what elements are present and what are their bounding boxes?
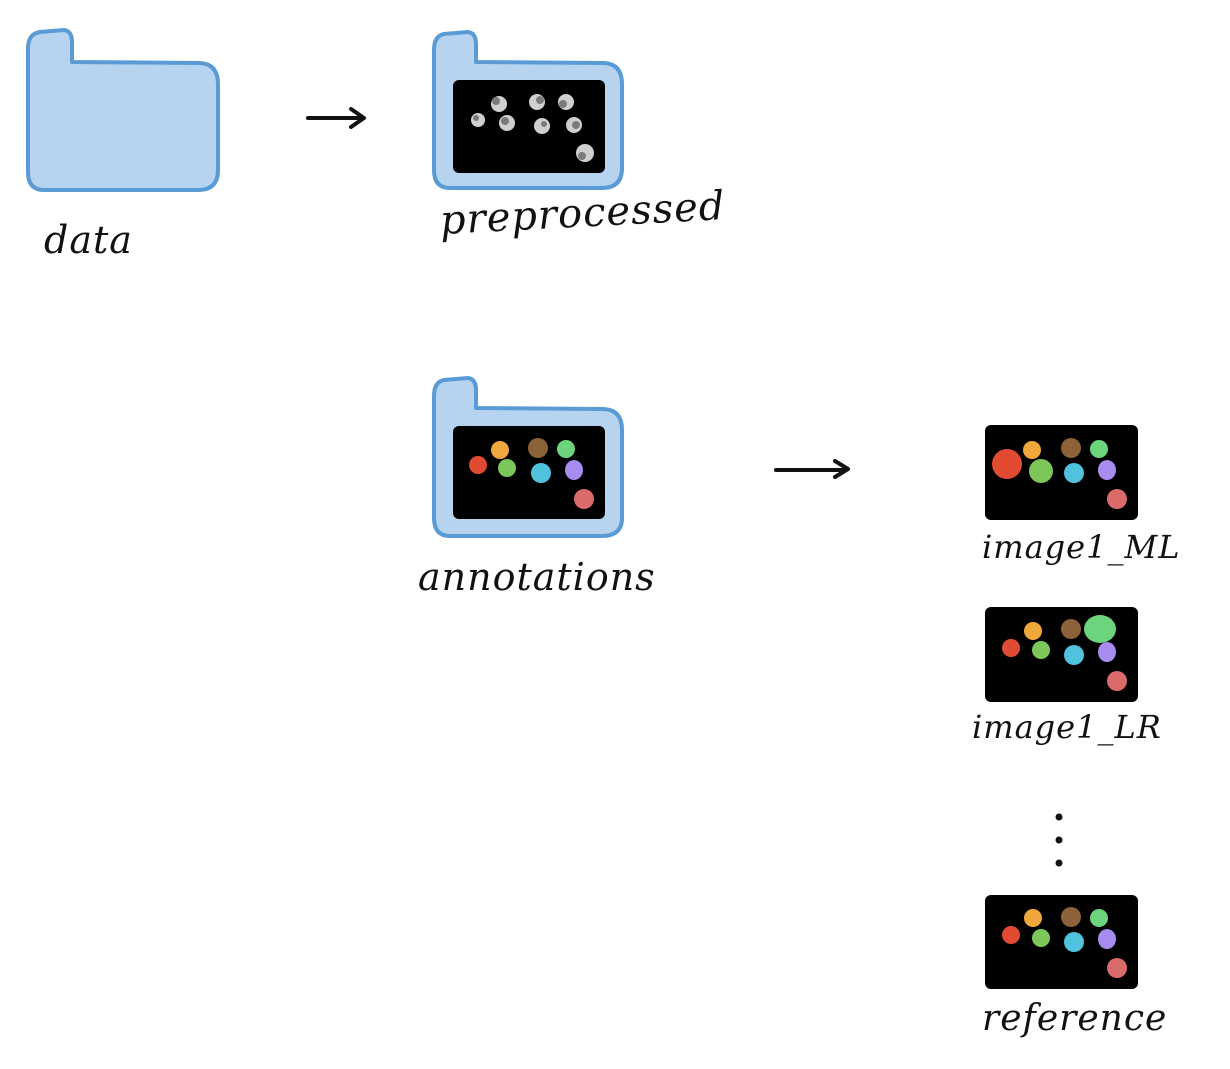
arrow-data-to-preprocessed — [306, 107, 366, 129]
vertical-ellipsis — [1055, 813, 1063, 867]
output-image1-ml-label: image1_ML — [982, 528, 1181, 566]
preprocessed-grayscale-image — [453, 80, 605, 173]
gray-cell — [576, 144, 594, 162]
output-image1-ml-icon — [985, 425, 1138, 520]
arrow-annotations-to-outputs — [774, 459, 850, 479]
annotations-image — [453, 426, 605, 519]
output-image1-lr-label: image1_LR — [972, 708, 1162, 746]
output-reference-icon — [985, 895, 1138, 989]
output-image1-lr-icon — [985, 607, 1138, 702]
cell-green — [557, 440, 575, 458]
cell-olive-green — [498, 459, 516, 477]
output-reference-label: reference — [982, 998, 1168, 1039]
cell-red — [469, 456, 487, 474]
cell-orange — [491, 441, 509, 459]
cell-salmon — [574, 489, 594, 509]
folder-annotations-label: annotations — [418, 555, 656, 599]
folder-data-label: data — [44, 218, 133, 262]
cell-brown — [528, 438, 548, 458]
folder-data-icon — [26, 28, 220, 192]
cell-cyan — [531, 463, 551, 483]
cell-purple — [565, 460, 583, 480]
